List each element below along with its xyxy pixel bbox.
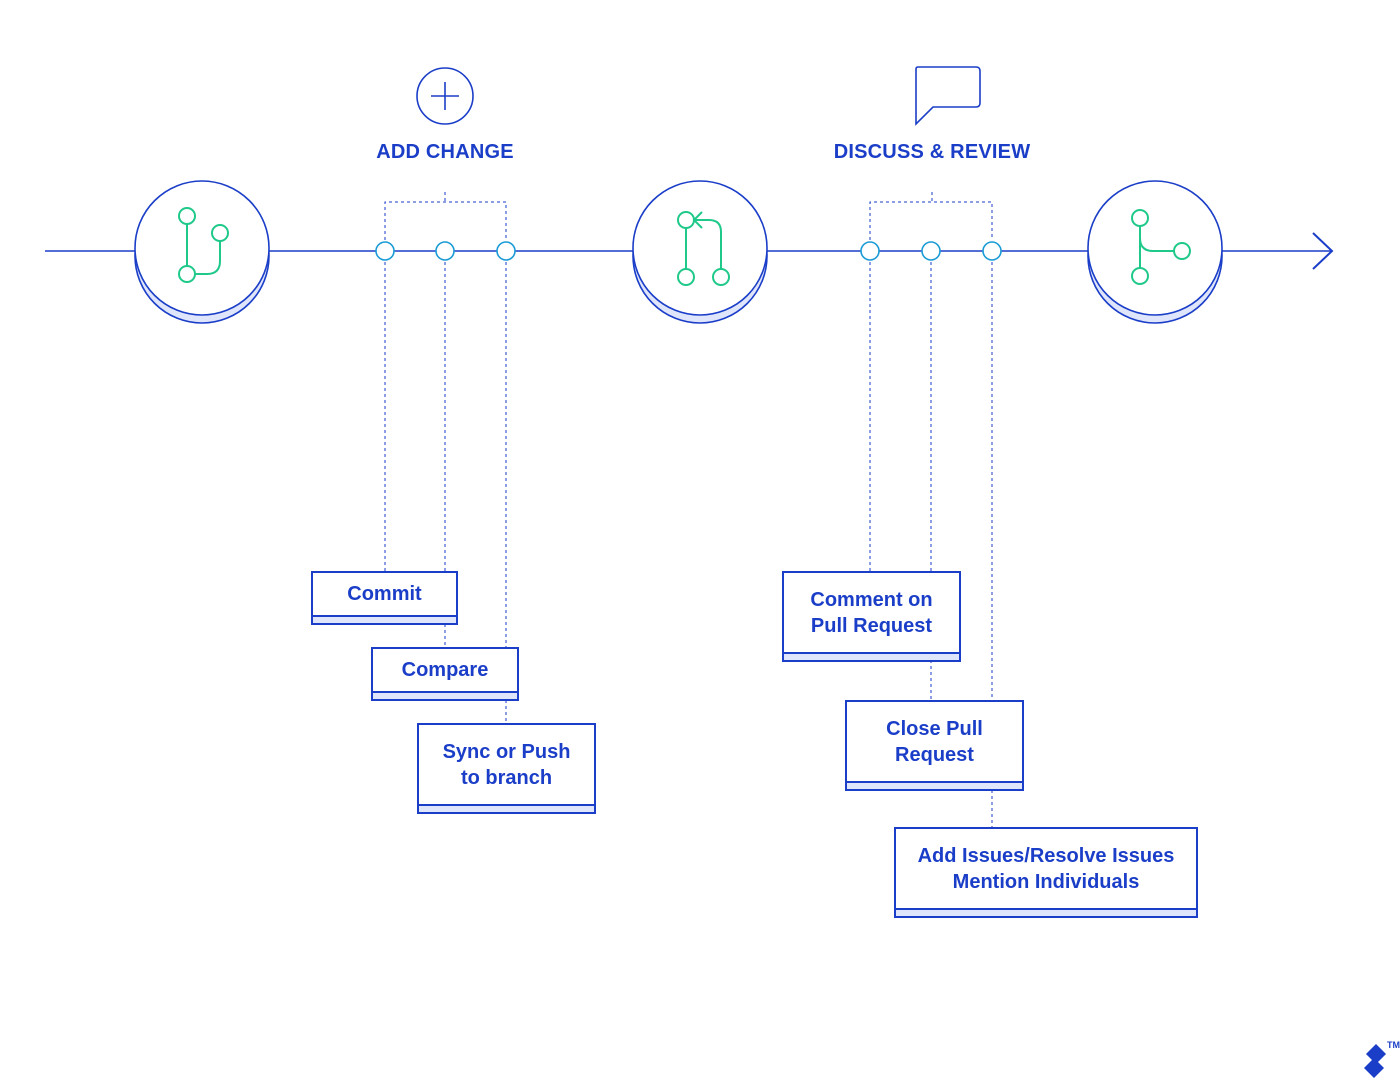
speech-bubble-icon [915, 66, 981, 126]
timeline-arrowhead [1312, 232, 1334, 270]
step-node-close [921, 241, 941, 261]
step-node-commit [375, 241, 395, 261]
close-pr-box: Close Pull Request [845, 700, 1024, 791]
plus-circle-icon [416, 67, 474, 125]
git-merge-icon [1131, 209, 1191, 285]
commit-label: Commit [347, 583, 422, 605]
stage-pull-request [632, 180, 768, 324]
pull-request-icon [677, 211, 730, 286]
close-pr-label: Close Pull Request [886, 717, 983, 766]
comment-pr-box: Comment on Pull Request [782, 571, 961, 662]
git-branch-icon [178, 207, 229, 283]
discuss-review-connectors [869, 192, 993, 828]
commit-box: Commit [311, 571, 458, 625]
sync-push-label: Sync or Push to branch [442, 740, 571, 789]
sync-push-box: Sync or Push to branch [417, 723, 596, 814]
step-node-issues [982, 241, 1002, 261]
compare-label: Compare [401, 659, 489, 681]
issues-box: Add Issues/Resolve Issues Mention Indivi… [894, 827, 1198, 918]
stage-branch [134, 180, 270, 324]
trademark-mark: TM [1387, 1040, 1400, 1050]
add-change-title: ADD CHANGE [376, 141, 514, 163]
step-node-comment [860, 241, 880, 261]
comment-pr-label: Comment on Pull Request [810, 588, 933, 637]
stage-merge [1087, 180, 1223, 324]
discuss-review-title: DISCUSS & REVIEW [833, 141, 1031, 163]
add-change-connectors [384, 192, 507, 724]
issues-label: Add Issues/Resolve Issues Mention Indivi… [917, 844, 1175, 893]
toptal-logo-icon [1364, 1044, 1386, 1078]
compare-box: Compare [371, 647, 519, 701]
step-node-sync [496, 241, 516, 261]
step-node-compare [435, 241, 455, 261]
